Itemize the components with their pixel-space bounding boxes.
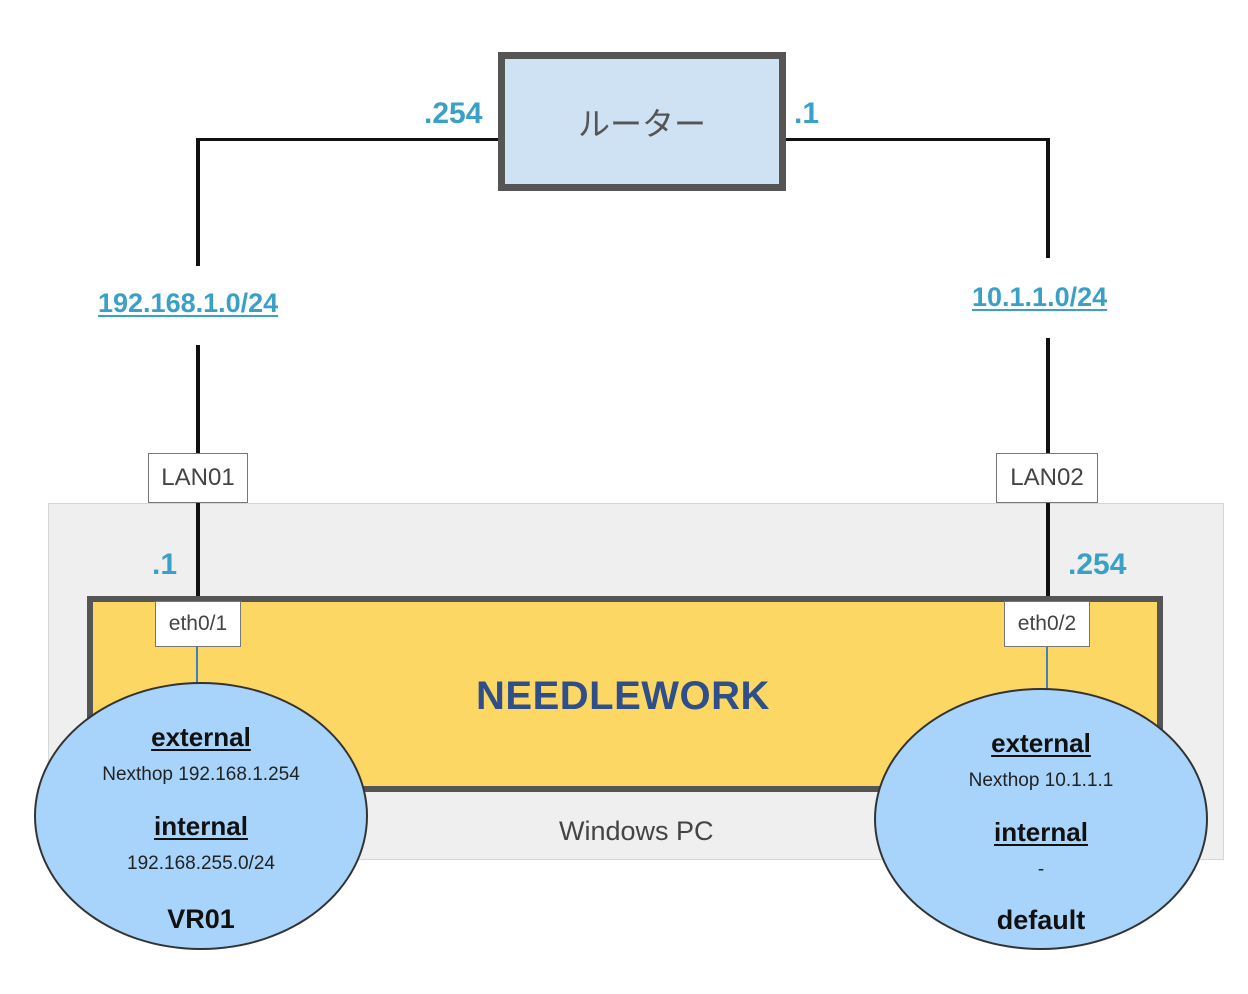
vr01-external-heading: external: [151, 722, 251, 752]
vr01-internal-heading: internal: [154, 811, 248, 841]
windows-pc-label: Windows PC: [559, 816, 714, 846]
port-left-label: eth0/1: [168, 612, 228, 635]
right-subnet-label: 10.1.1.0/24: [972, 282, 1108, 312]
pc-right-ip: .254: [1068, 548, 1127, 581]
router-right-link: [786, 138, 1050, 141]
vr01-name: VR01: [167, 904, 235, 934]
router-left-link: [196, 138, 498, 141]
right-network-link: [1046, 338, 1050, 453]
vr-default-node: external Nexthop 10.1.1.1 internal - def…: [874, 688, 1208, 950]
vr01-node: external Nexthop 192.168.1.254 internal …: [34, 682, 368, 950]
right-lan-link: [1046, 502, 1050, 602]
left-lan-link: [196, 502, 200, 602]
router-node: ルーター: [498, 52, 786, 191]
left-network-link: [196, 345, 200, 453]
port-right-connector: [1046, 647, 1048, 692]
router-right-drop: [1046, 138, 1050, 258]
left-subnet-label: 192.168.1.0/24: [98, 288, 279, 318]
needlework-title: NEEDLEWORK: [476, 674, 770, 718]
pc-left-ip: .1: [152, 548, 178, 581]
lan-right-label: LAN02: [1010, 464, 1084, 491]
vr01-internal-value: 192.168.255.0/24: [127, 853, 275, 874]
vr-default-internal-heading: internal: [994, 817, 1088, 847]
router-left-ip: .254: [424, 97, 483, 130]
lan-right-tag: LAN02: [996, 453, 1098, 503]
lan-left-label: LAN01: [161, 464, 235, 491]
port-left-connector: [196, 647, 198, 687]
port-right-tag: eth0/2: [1004, 601, 1090, 647]
router-left-drop: [196, 138, 200, 266]
vr-default-external-heading: external: [991, 728, 1091, 758]
port-right-label: eth0/2: [1017, 612, 1077, 635]
vr-default-external-value: Nexthop 10.1.1.1: [968, 770, 1114, 791]
port-left-tag: eth0/1: [155, 601, 241, 647]
vr-default-internal-value: -: [1037, 859, 1045, 880]
vr-default-name: default: [996, 905, 1086, 935]
router-label: ルーター: [577, 104, 706, 143]
lan-left-tag: LAN01: [148, 453, 248, 503]
vr01-external-value: Nexthop 192.168.1.254: [102, 764, 300, 785]
router-right-ip: .1: [794, 97, 820, 130]
